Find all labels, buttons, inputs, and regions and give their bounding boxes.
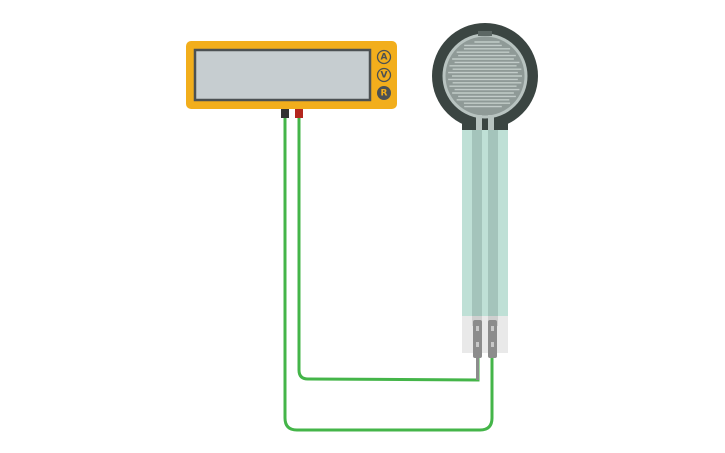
black-probe-terminal[interactable] — [281, 109, 289, 118]
sensor-pin-1[interactable] — [473, 320, 482, 380]
mode-button-a[interactable]: A — [376, 49, 392, 65]
mode-r-label: R — [381, 89, 388, 99]
force-sensor[interactable] — [432, 23, 538, 380]
sensor-grid — [448, 41, 522, 108]
multimeter[interactable]: A V R — [186, 41, 397, 118]
red-probe-terminal[interactable] — [295, 109, 303, 118]
mode-button-v[interactable]: V — [376, 67, 392, 83]
sensor-pin-2[interactable] — [488, 320, 497, 358]
wire-red-probe[interactable] — [297, 118, 480, 382]
mode-a-label: A — [381, 53, 388, 63]
wire-black-probe[interactable] — [283, 118, 494, 432]
multimeter-display — [193, 48, 372, 102]
mode-button-r[interactable]: R — [377, 86, 391, 100]
mode-v-label: V — [381, 71, 388, 81]
